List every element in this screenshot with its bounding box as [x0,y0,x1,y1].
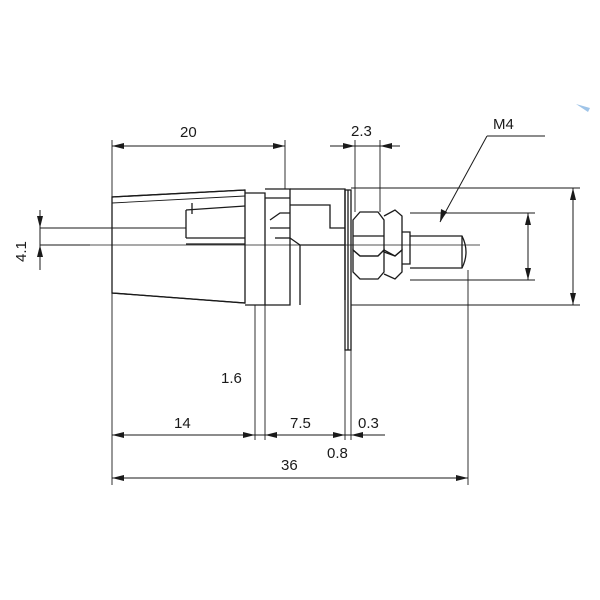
label-front-length: 14 [174,415,191,432]
extension-lines [111,140,580,485]
panel-plates [344,189,352,351]
corner-mark [576,104,590,112]
label-nut-thickness: 2.3 [351,123,372,140]
label-mid-length: 7.5 [290,415,311,432]
label-body-length: 20 [180,124,197,141]
label-gap: 1.6 [221,370,242,387]
label-panel: 0.8 [327,445,348,462]
label-washer: 0.3 [358,415,379,432]
label-thread: M4 [493,116,514,133]
pin [410,235,467,269]
label-overall-length: 36 [281,457,298,474]
metal-sleeve [245,188,346,306]
plug-body [111,189,246,304]
nuts [352,209,411,280]
label-offset: 4.1 [13,241,30,262]
dimension-lines [37,135,576,481]
